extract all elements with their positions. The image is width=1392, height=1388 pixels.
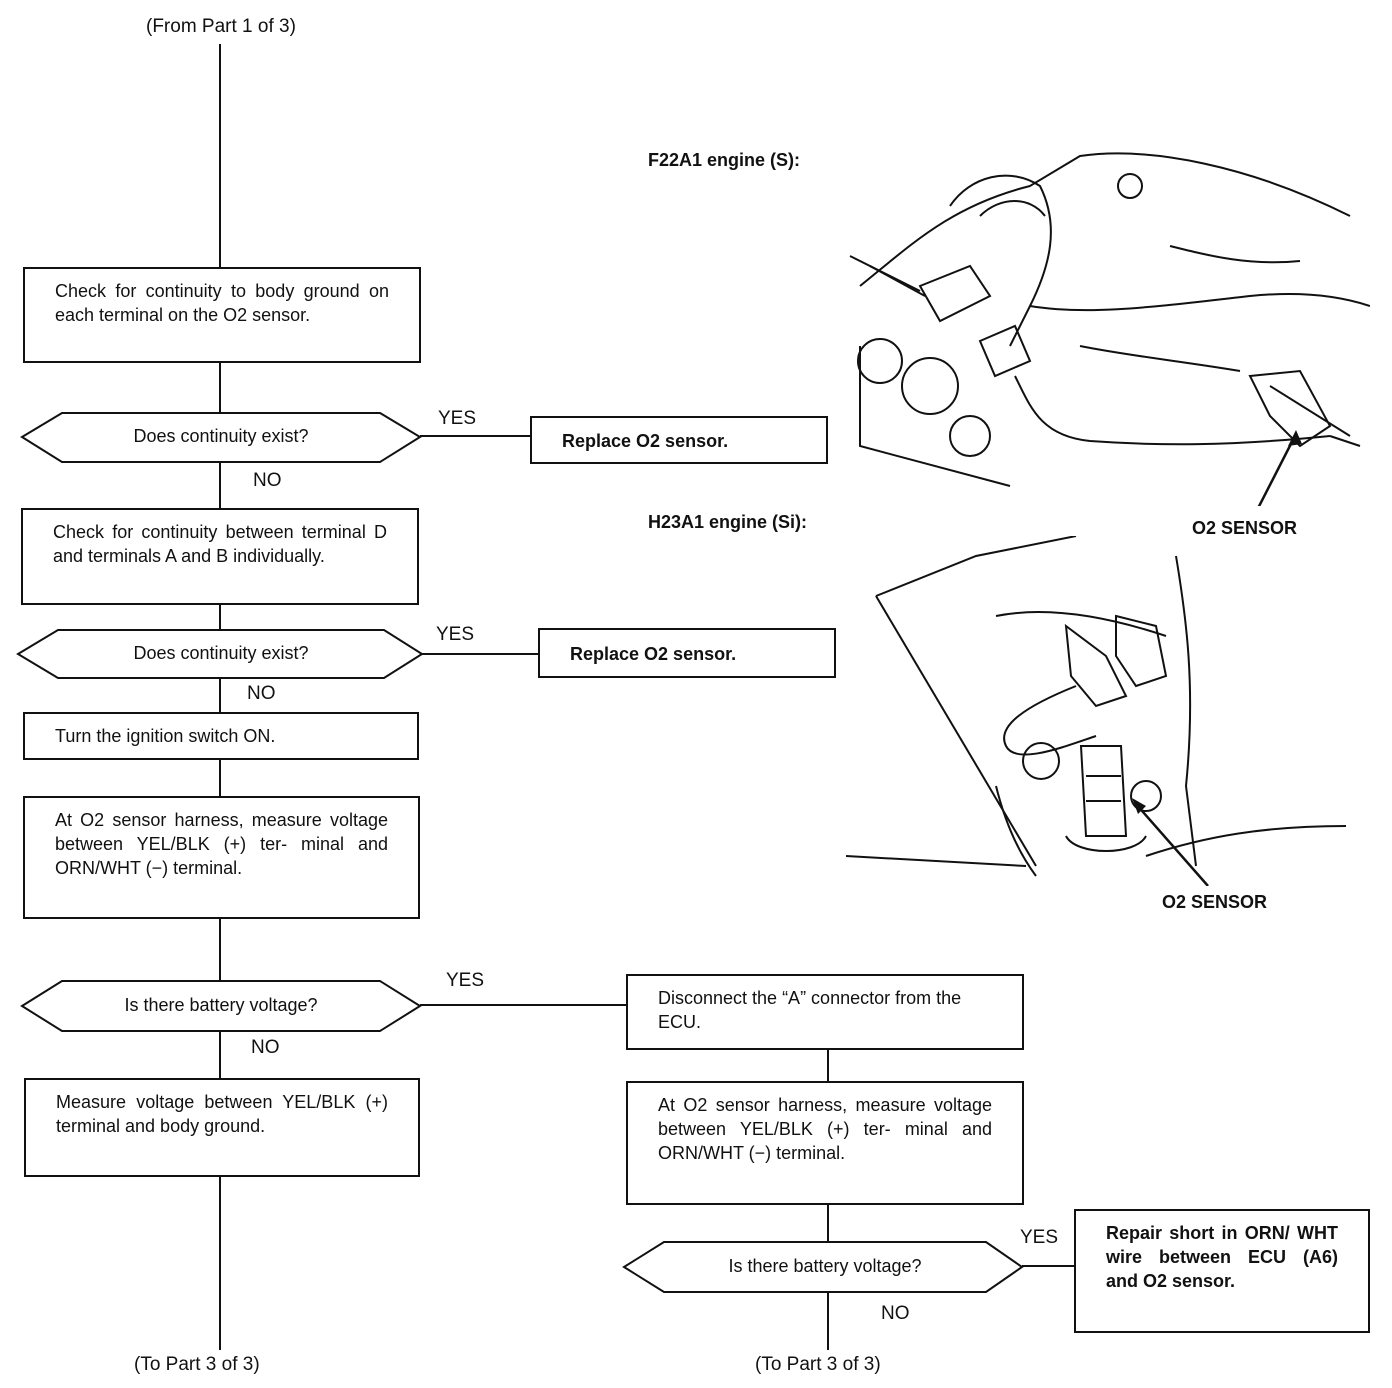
decision-diamond-2 (16, 629, 424, 679)
step-check-terminal-d: Check for continuity between terminal D … (21, 508, 419, 605)
step-repair-short: Repair short in ORN/ WHT wire between EC… (1074, 1209, 1370, 1333)
yes-label-2: YES (436, 624, 475, 645)
step-replace-sensor-2: Replace O2 sensor. (538, 628, 836, 678)
decision-3-text: Is there battery voltage? (124, 995, 318, 1015)
no-label-3: NO (251, 1037, 280, 1058)
h23a1-engine-illustration (846, 536, 1347, 886)
no-label-4: NO (881, 1303, 910, 1324)
step-check-body-ground: Check for continuity to body ground on e… (23, 267, 421, 363)
connector-4 (1115, 614, 1168, 688)
f22a1-engine-title: F22A1 engine (S): (648, 150, 801, 170)
connector-3 (1064, 623, 1128, 708)
decision-1-text: Does continuity exist? (133, 426, 309, 446)
no-label-1: NO (253, 470, 282, 491)
connector-2 (978, 324, 1032, 378)
to-part-label-right: (To Part 3 of 3) (755, 1354, 881, 1375)
step-ignition-on: Turn the ignition switch ON. (23, 712, 419, 760)
o2-sensor-body-2 (1079, 745, 1128, 837)
o2-sensor-body-1 (1248, 369, 1332, 448)
decision-2-text: Does continuity exist? (133, 643, 309, 663)
yes-label-1: YES (438, 408, 477, 429)
no-label-2: NO (247, 683, 276, 704)
f22a1-o2-sensor-callout: O2 SENSOR (1192, 518, 1298, 538)
yes-label-3: YES (446, 970, 485, 991)
step-measure-harness-1: At O2 sensor harness, measure voltage be… (23, 796, 420, 919)
connector-1 (918, 264, 992, 323)
h23a1-o2-sensor-callout: O2 SENSOR (1162, 892, 1268, 912)
step-measure-harness-2: At O2 sensor harness, measure voltage be… (626, 1081, 1024, 1205)
step-replace-sensor-1: Replace O2 sensor. (530, 416, 828, 464)
decision-4-text: Is there battery voltage? (728, 1256, 922, 1276)
decision-diamond-3 (20, 980, 422, 1032)
h23a1-engine-title: H23A1 engine (Si): (648, 512, 808, 532)
decision-diamond-4 (622, 1241, 1024, 1293)
to-part-label-left: (To Part 3 of 3) (134, 1354, 260, 1375)
decision-diamond-1 (20, 412, 422, 463)
step-measure-body-ground: Measure voltage between YEL/BLK (+) term… (24, 1078, 420, 1177)
f22a1-engine-illustration (849, 152, 1370, 506)
from-part-label: (From Part 1 of 3) (146, 16, 296, 37)
yes-label-4: YES (1020, 1227, 1059, 1248)
step-disconnect-a: Disconnect the “A” connector from the EC… (626, 974, 1024, 1050)
